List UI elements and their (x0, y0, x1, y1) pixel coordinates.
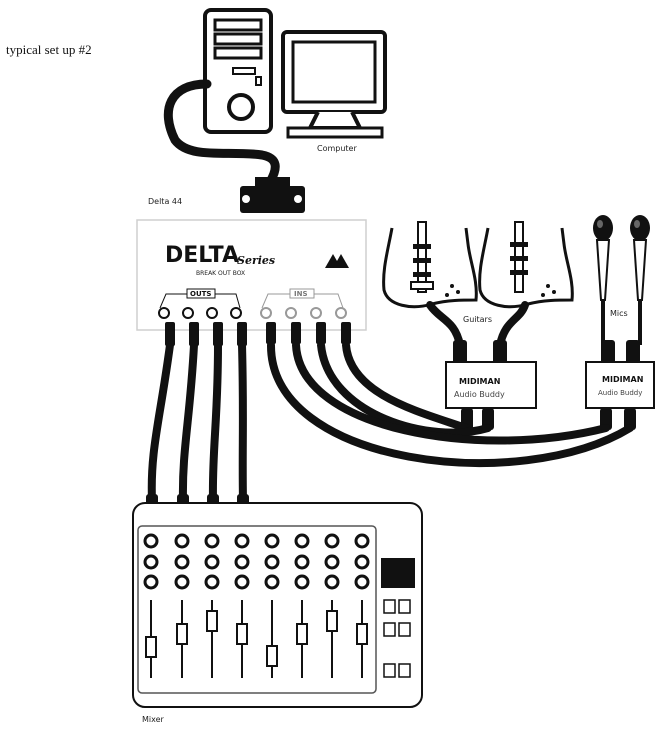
mixer-knob (204, 574, 220, 590)
mixer-knob (174, 574, 190, 590)
monitor-icon (281, 30, 387, 139)
fader-cap (206, 610, 218, 632)
output-jacks (158, 307, 242, 319)
mixer-channel-strip (204, 533, 220, 678)
guitar-icon (382, 221, 478, 309)
ins-label: INS (294, 290, 308, 298)
mixer-knob (204, 554, 220, 570)
mixer-channel-strip (264, 533, 280, 678)
mixer-knob (324, 533, 340, 549)
mixer-knob (234, 574, 250, 590)
delta-logo: DELTA (165, 243, 239, 268)
mixer-knob (143, 574, 159, 590)
m-audio-logo-icon (325, 254, 349, 268)
mixer-knob (174, 554, 190, 570)
mixer-channel-strip (354, 533, 370, 678)
mixer-knob (143, 554, 159, 570)
mixer-knob (294, 574, 310, 590)
fader-cap (145, 636, 157, 658)
microphone-icon (593, 215, 613, 345)
output-cables (147, 341, 247, 504)
mixer-icon (132, 502, 423, 708)
mixer-knob (264, 533, 280, 549)
fader-cap (176, 623, 188, 645)
buddy-2-model: Audio Buddy (598, 389, 642, 397)
fader-cap (236, 623, 248, 645)
buddy-1-model: Audio Buddy (454, 390, 505, 399)
fader-cap (266, 645, 278, 667)
computer-label: Computer (317, 144, 357, 153)
fader-cap (326, 610, 338, 632)
mics-label: Mics (610, 309, 628, 318)
breakout-box: DELTA Series BREAK OUT BOX OUTS INS (136, 219, 367, 331)
mixer-knob (234, 554, 250, 570)
mixer-knob (354, 533, 370, 549)
interface-label: Delta 44 (148, 197, 182, 206)
buddy-1-brand: MIDIMAN (459, 377, 500, 386)
fader-cap (356, 623, 368, 645)
mixer-knob (204, 533, 220, 549)
mixer-channel-strip (174, 533, 190, 678)
input-jacks (260, 307, 347, 319)
mixer-knob (264, 554, 280, 570)
mixer-channel-strip (143, 533, 159, 678)
delta-series-logo: Series (237, 254, 275, 267)
mixer-knob (354, 554, 370, 570)
mixer-channel-strip (324, 533, 340, 678)
mixer-knob (264, 574, 280, 590)
guitars-label: Guitars (463, 315, 492, 324)
microphone-icon (630, 215, 650, 345)
input-plugs (266, 322, 351, 344)
db-connector-icon (240, 177, 305, 213)
mixer-label: Mixer (142, 715, 165, 724)
mixer-knob (294, 533, 310, 549)
mixer-knob (294, 554, 310, 570)
caption: typical set up #2 (6, 42, 92, 57)
fader-cap (296, 623, 308, 645)
mixer-knob (234, 533, 250, 549)
guitar-icon (478, 221, 574, 309)
mixer-knob (174, 533, 190, 549)
outs-label: OUTS (190, 290, 211, 298)
computer-tower-icon (203, 8, 273, 134)
audio-buddy-1: MIDIMAN Audio Buddy (445, 340, 537, 430)
breakout-box-label: BREAK OUT BOX (196, 270, 245, 277)
audio-buddy-2: MIDIMAN Audio Buddy (585, 340, 655, 430)
mixer-knob (354, 574, 370, 590)
buddy-2-brand: MIDIMAN (602, 375, 643, 384)
mixer-knob (324, 574, 340, 590)
mixer-knob (324, 554, 340, 570)
mixer-channel-strip (234, 533, 250, 678)
input-cables (266, 341, 634, 468)
mixer-knob (143, 533, 159, 549)
mixer-channel-strip (294, 533, 310, 678)
